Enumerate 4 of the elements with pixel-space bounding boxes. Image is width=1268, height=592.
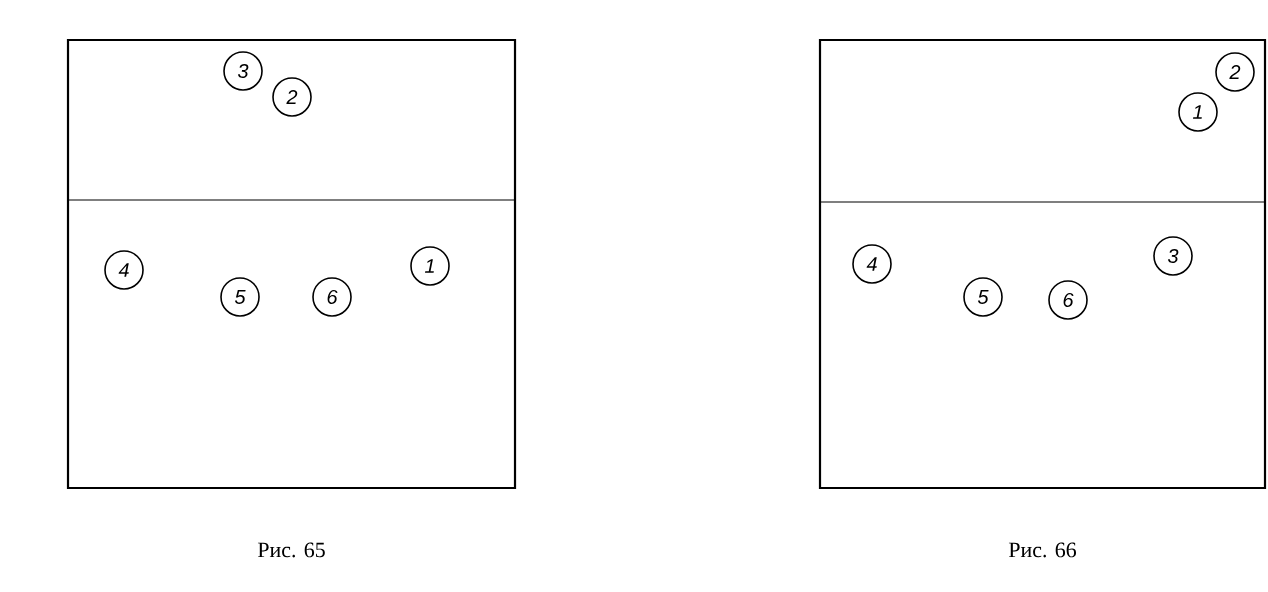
figure-caption: Рис. 66 <box>1008 542 1076 558</box>
court-outline <box>818 38 1267 490</box>
court-outline <box>66 38 517 490</box>
figure-caption: Рис. 65 <box>257 542 325 558</box>
